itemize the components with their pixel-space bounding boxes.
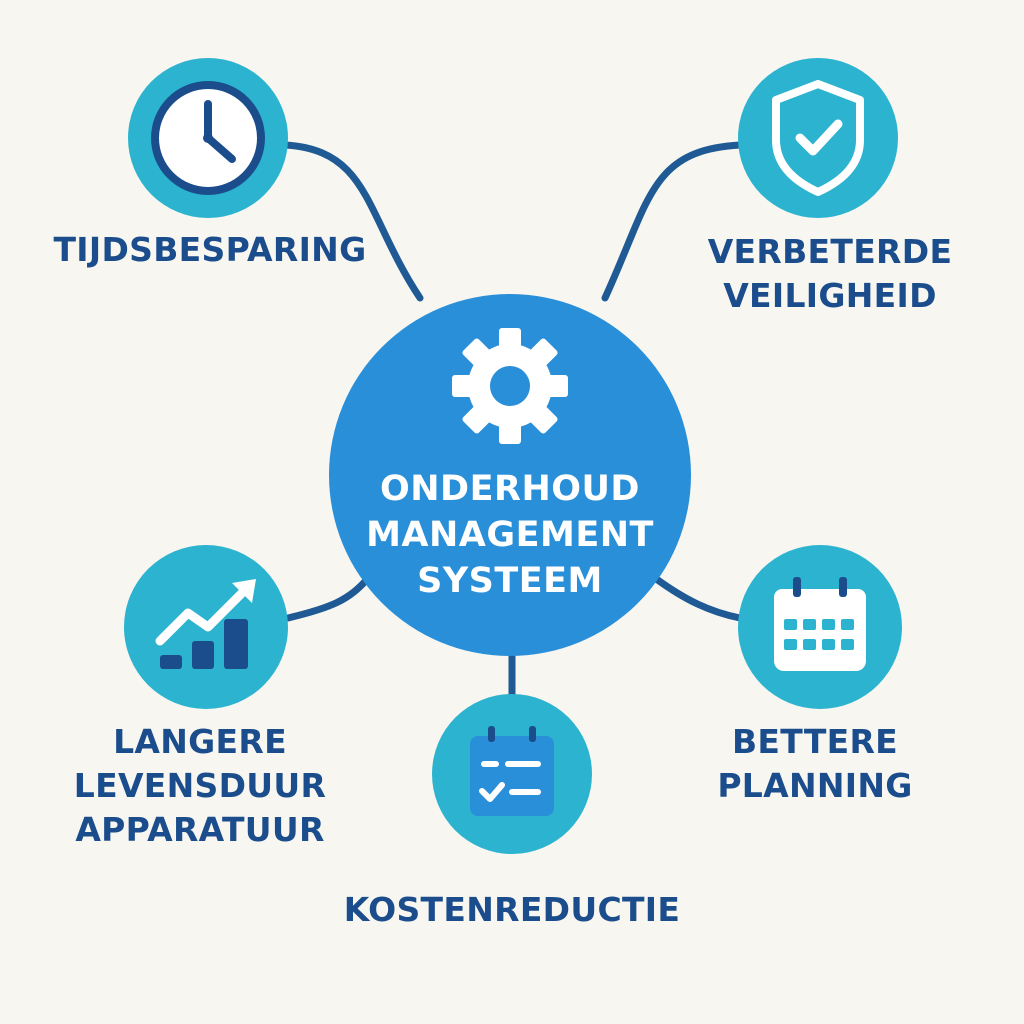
label-line: VEILIGHEID [723, 276, 937, 315]
node-cost-reduction [432, 694, 592, 854]
hub-title-line: SYSTEEM [417, 561, 603, 601]
checklist-icon [470, 726, 554, 816]
label-line: LEVENSDUUR [73, 766, 327, 805]
label-improved-safety: VERBETERDE VEILIGHEID [660, 230, 1000, 318]
label-time-savings: TIJDSBESPARING [40, 228, 380, 272]
label-cost-reduction: KOSTENREDUCTIE [342, 888, 682, 932]
label-line: VERBETERDE [707, 232, 953, 271]
calendar-icon [774, 577, 866, 671]
label-line: APPARATUUR [75, 810, 325, 849]
label-line: LANGERE [113, 722, 287, 761]
clock-icon [151, 81, 265, 195]
connector-lifespan [284, 574, 372, 622]
hub-maintenance-system: ONDERHOUD MANAGEMENT SYSTEEM [329, 294, 691, 656]
connector-time [281, 141, 424, 302]
gear-icon [452, 328, 568, 444]
label-line: KOSTENREDUCTIE [343, 890, 681, 929]
growth-chart-icon [155, 579, 256, 669]
label-line: TIJDSBESPARING [53, 230, 367, 269]
hub-title: ONDERHOUD MANAGEMENT SYSTEEM [329, 466, 691, 604]
hub-title-line: ONDERHOUD [380, 469, 640, 509]
label-line: BETTERE [731, 722, 899, 761]
hub-title-line: MANAGEMENT [366, 515, 654, 555]
node-longer-lifespan [124, 545, 288, 709]
shield-check-icon [772, 80, 864, 196]
node-improved-safety [738, 58, 898, 218]
connector-planning [651, 574, 744, 622]
node-better-planning [738, 545, 902, 709]
label-better-planning: BETTERE PLANNING [645, 720, 985, 808]
connector-safety [601, 141, 744, 302]
node-time-savings [128, 58, 288, 218]
label-line: PLANNING [717, 766, 913, 805]
label-longer-lifespan: LANGERE LEVENSDUUR APPARATUUR [30, 720, 370, 852]
